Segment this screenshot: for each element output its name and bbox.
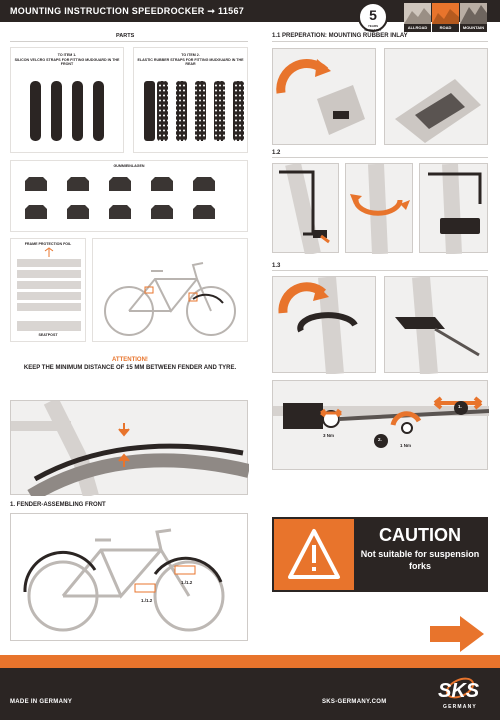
bike-assembly-panel: 1./1.2 1./1.2: [10, 513, 248, 641]
frame-foil-panel: FRAME PROTECTION FOIL SEATPOST: [10, 238, 86, 342]
caution-title: CAUTION: [379, 525, 461, 545]
svg-text:SKS: SKS: [438, 680, 480, 702]
parts-item-2-caption: TO ITEM 2. ELASTIC RUBBER STRAPS FOR FIT…: [137, 53, 244, 67]
divider: [10, 41, 248, 42]
divider: [272, 157, 488, 158]
sks-logo-mark: SKS GERMANY: [438, 677, 480, 710]
rubber-inlays-caption: GUMMIEINLAGEN: [113, 164, 145, 168]
bike-overview-panel: [92, 238, 248, 342]
clamp-illustration-a: [278, 277, 358, 374]
parts-item-2-panel: TO ITEM 2. ELASTIC RUBBER STRAPS FOR FIT…: [133, 47, 248, 153]
mountain-landscape-icon: [460, 5, 487, 24]
road-landscape-icon: [432, 9, 459, 24]
allroad-landscape-icon: [404, 8, 431, 24]
category-tile-road: ROAD: [432, 3, 459, 32]
torque-illustration: [273, 396, 489, 448]
parts-item-1-panel: TO ITEM 1. SILICON VELCRO STRAPS FOR FIT…: [10, 47, 124, 153]
clamp-illustration-b: [395, 277, 480, 374]
step-1-3-panel-a: [272, 276, 376, 374]
strap-illustration-b: [350, 164, 410, 254]
parts-title: PARTS: [116, 33, 135, 39]
tile-label-allroad: ALLROAD: [404, 24, 431, 32]
caution-text: Not suitable for suspension forks: [360, 549, 480, 571]
rubber-inlays-panel: GUMMIEINLAGEN: [10, 160, 248, 232]
sks-logo: SKS GERMANY: [430, 664, 490, 714]
warning-triangle-icon: [288, 529, 340, 579]
footer-url[interactable]: SKS-GERMANY.COM: [322, 699, 387, 705]
warranty-badge: 5 YEARS WARRANTY: [358, 2, 388, 32]
tile-label-road: ROAD: [432, 24, 459, 32]
svg-text:GERMANY: GERMANY: [443, 704, 477, 710]
step-1-3-label: 1.3: [272, 263, 281, 269]
frame-foil-caption: FRAME PROTECTION FOIL: [24, 242, 72, 246]
badge-step-1: 1.: [458, 404, 462, 409]
bike-assembly-illustration: [23, 528, 225, 632]
inlay-mount-illustration-a: [276, 59, 365, 135]
bike-label-front: 1./1.2: [181, 580, 193, 585]
divider: [272, 270, 488, 271]
step-1-1-label: 1.1 PREPERATION: MOUNTING RUBBER INLAY: [272, 33, 408, 39]
caution-icon-area: [274, 519, 354, 590]
bike-label-rear: 1./1.2: [141, 598, 153, 603]
bike-overview-illustration: [104, 262, 236, 336]
fender-distance-illustration: [11, 401, 249, 496]
tile-label-mountain: MOUNTAIN: [460, 24, 487, 32]
step-1-1-panel-a: [272, 48, 376, 145]
strap-illustration-c: [428, 164, 482, 254]
fender-distance-panel: [10, 400, 249, 496]
badge-step-2: 2.: [378, 437, 382, 442]
step-front-assembling-label: 1. FENDER-ASSEMBLING FRONT: [10, 502, 106, 508]
curved-arrow-icon: [315, 59, 331, 77]
step-1-2-panel-c: [419, 163, 488, 254]
inlay-mount-illustration-b: [395, 79, 481, 143]
caution-box: CAUTION Not suitable for suspension fork…: [272, 517, 488, 592]
footer-bar: MADE IN GERMANY SKS-GERMANY.COM: [0, 655, 500, 720]
seatpost-caption: SEATPOST: [38, 333, 58, 337]
footer-made-in: MADE IN GERMANY: [10, 699, 73, 705]
category-tile-mountain: MOUNTAIN: [460, 3, 487, 32]
footer-accent-stripe: [0, 655, 500, 668]
step-1-2-panel-a: [272, 163, 339, 254]
parts-item-1-caption: TO ITEM 1. SILICON VELCRO STRAPS FOR FIT…: [14, 53, 120, 67]
torque-label-3nm: 3 Nm: [323, 433, 335, 438]
rubber-inlays-illustration: [25, 177, 215, 219]
torque-label-1nm: 1 Nm: [400, 443, 412, 448]
arrow-right-icon[interactable]: [430, 616, 484, 652]
warranty-number: 5: [369, 7, 377, 23]
step-1-1-panel-b: [384, 48, 488, 145]
attention-note: ATTENTION! KEEP THE MINIMUM DISTANCE OF …: [10, 357, 250, 372]
step-1-2-panel-b: [345, 163, 413, 254]
torque-panel: 1. 2. 3 Nm 1 Nm: [272, 380, 489, 470]
rubber-straps-illustration: [144, 81, 244, 141]
category-tile-allroad: ALLROAD: [404, 3, 431, 32]
step-1-3-panel-b: [384, 276, 488, 374]
divider: [272, 41, 488, 42]
caution-text-area: CAUTION Not suitable for suspension fork…: [354, 519, 486, 590]
velcro-straps-illustration: [30, 81, 104, 141]
attention-title: ATTENTION!: [112, 357, 148, 363]
document-title: MOUNTING INSTRUCTION SPEEDROCKER ➞ 11567: [10, 6, 245, 16]
attention-text: KEEP THE MINIMUM DISTANCE OF 15 MM BETWE…: [23, 365, 237, 371]
strap-illustration-a: [279, 164, 330, 254]
warranty-label: YEARS WARRANTY: [364, 24, 382, 32]
step-1-2-label: 1.2: [272, 150, 281, 156]
frame-foil-illustration: [17, 247, 81, 331]
